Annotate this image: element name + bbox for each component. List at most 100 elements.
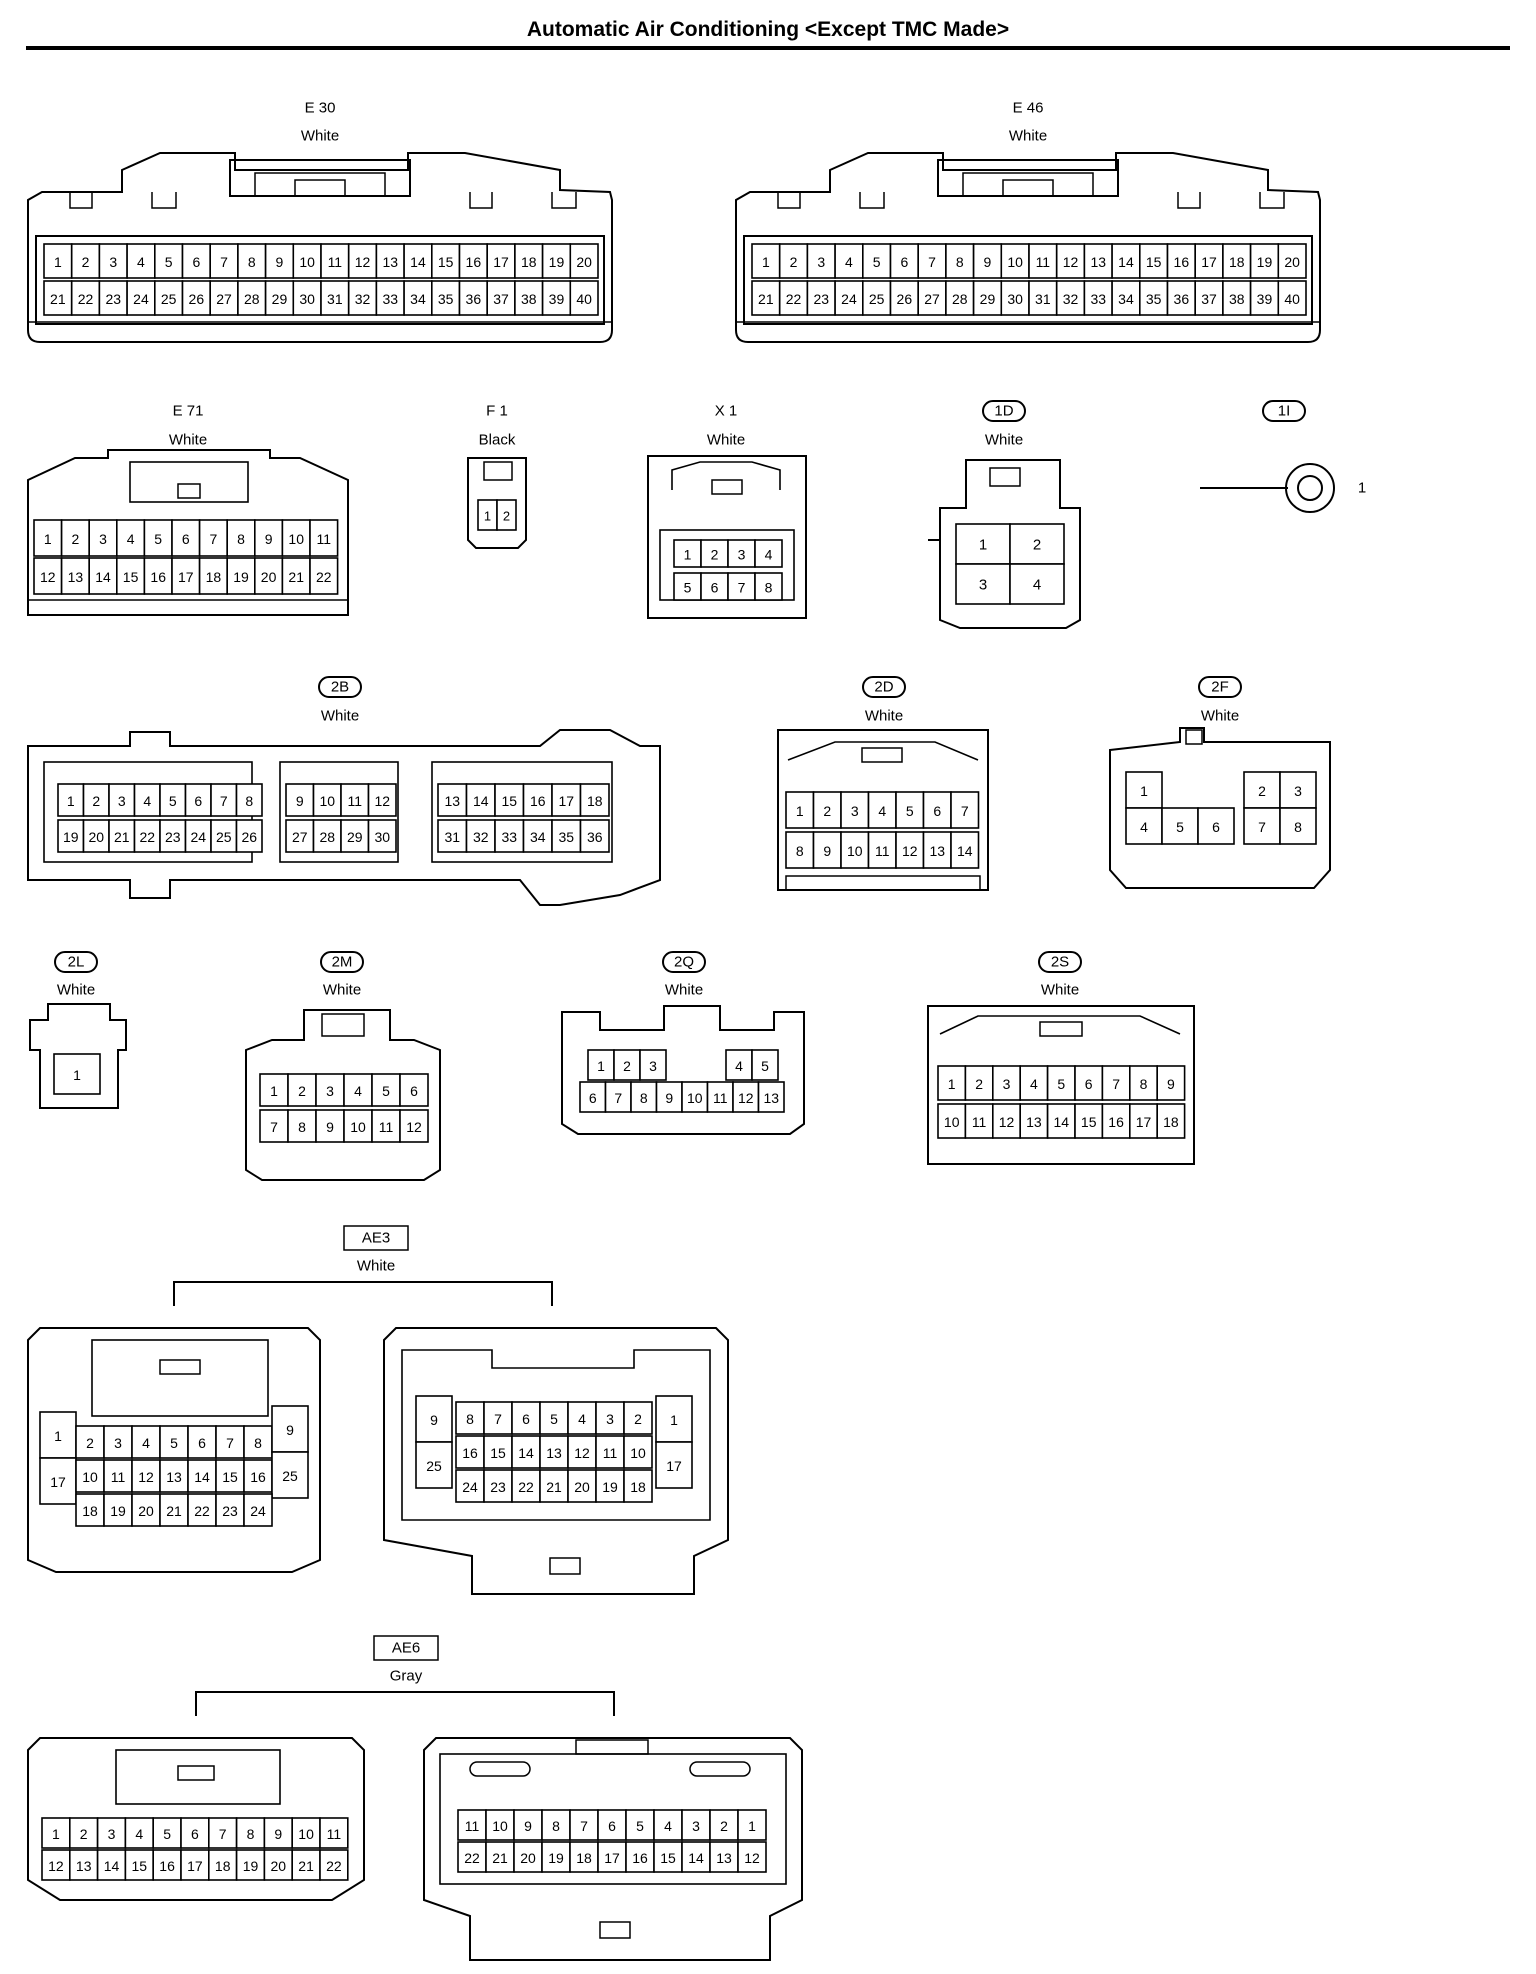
connector-ae3-left-latch	[91, 1339, 269, 1417]
pin-number: 35	[1146, 291, 1162, 307]
pin-number: 40	[1284, 291, 1300, 307]
latch-tab	[1002, 179, 1054, 197]
pin-cell-border	[259, 1073, 289, 1107]
pin-cell-border	[945, 243, 975, 279]
connector-ae6-right-latch	[575, 1739, 649, 1755]
connector-ae3-right-body	[383, 1327, 729, 1595]
pin-cell-border	[567, 1469, 597, 1503]
pin-cell: 3	[806, 243, 836, 279]
pin-cell: 7	[604, 1081, 632, 1113]
pin-cell-border	[579, 1081, 607, 1113]
pin-number: 5	[163, 1826, 171, 1842]
connector-2b-code: 2B	[331, 679, 349, 696]
pin-cell: 17	[597, 1841, 627, 1873]
pin-cell-border	[319, 1849, 349, 1881]
pin-number: 2	[72, 531, 80, 547]
pin-cell: 5	[673, 572, 702, 601]
pin-cell: 7	[210, 783, 238, 817]
pin-cell: 31	[320, 280, 350, 316]
pin-number: 12	[999, 1114, 1015, 1130]
pin-number: 7	[226, 1435, 234, 1451]
pin-cell: 3	[840, 791, 870, 829]
connector-2d-latch	[787, 741, 979, 761]
connector-x1-latch	[671, 461, 781, 490]
pin-cell: 4	[867, 791, 897, 829]
pin-number: 6	[608, 1818, 616, 1834]
pin-cell: 18	[208, 1849, 238, 1881]
pin-cell: 6	[181, 243, 212, 279]
pin-number: 8	[1294, 819, 1302, 835]
pin-cell: 7	[208, 1817, 238, 1849]
pin-number: 3	[99, 531, 107, 547]
pin-cell: 3	[88, 519, 118, 557]
pin-cell-border	[235, 819, 263, 853]
pin-number: 3	[326, 1083, 334, 1099]
pin-number: 24	[190, 829, 206, 845]
key-notch	[551, 192, 577, 209]
connector-x1-body	[647, 455, 807, 619]
pin-number: 6	[198, 1435, 206, 1451]
pin-cell: 15	[653, 1841, 683, 1873]
pin-number: 4	[142, 1435, 150, 1451]
pin-cell-border	[895, 831, 925, 869]
pin-cell-border	[541, 243, 572, 279]
pin-number: 20	[88, 829, 104, 845]
pin-cell: 8	[226, 519, 256, 557]
pin-cell-border	[655, 1395, 693, 1443]
pin-cell-border	[403, 280, 433, 316]
pin-number: 1	[796, 803, 804, 819]
connector-2l-body	[29, 1003, 127, 1109]
pin-cell-border	[465, 783, 496, 817]
pin-cell: 2	[82, 783, 110, 817]
connector-1d-latch	[989, 467, 1021, 487]
connector-ae6-left-latch	[115, 1749, 281, 1805]
pin-cell: 15	[124, 1849, 155, 1881]
pin-number: 2	[82, 254, 90, 270]
pin-number: 13	[166, 1469, 182, 1485]
pin-cell: 10	[623, 1435, 653, 1469]
connector-1d-code-oval	[982, 400, 1026, 422]
pin-cell: 16	[143, 557, 173, 595]
pin-number: 10	[299, 254, 315, 270]
pin-cell: 22	[133, 819, 161, 853]
pin-number: 5	[550, 1411, 558, 1427]
pin-cell-border	[1243, 807, 1281, 845]
connector-2q-code: 2Q	[674, 954, 694, 971]
pin-number: 30	[374, 829, 390, 845]
pin-cell: 29	[264, 280, 295, 316]
pin-number: 4	[1030, 1076, 1038, 1092]
pin-cell: 17	[180, 1849, 210, 1881]
pin-cell-border	[1009, 563, 1065, 605]
pin-cell-border	[812, 831, 842, 869]
pin-cell-border	[569, 280, 599, 316]
pin-number: 7	[494, 1411, 502, 1427]
pin-cell-border	[309, 519, 339, 557]
pin-cell: 15	[1138, 243, 1169, 279]
pin-cell: 12	[131, 1459, 161, 1493]
pin-cell-border	[639, 1049, 667, 1081]
pin-cell-border	[737, 1809, 767, 1841]
pin-cell: 3	[595, 1401, 625, 1435]
pin-number: 39	[1257, 291, 1273, 307]
connector-1d-color: White	[985, 432, 1023, 449]
pin-number: 7	[614, 1090, 622, 1106]
pin-number: 2	[823, 803, 831, 819]
pin-cell: 1	[1125, 771, 1163, 809]
pin-cell: 16	[152, 1849, 182, 1881]
pin-cell: 12	[737, 1841, 767, 1873]
pin-number: 16	[632, 1850, 648, 1866]
pin-number: 8	[1140, 1076, 1148, 1092]
pin-cell: 5	[371, 1073, 401, 1107]
pin-cell: 22	[319, 1849, 349, 1881]
pin-cell-border	[511, 1435, 541, 1469]
pin-cell: 13	[539, 1435, 569, 1469]
pin-number: 15	[123, 569, 139, 585]
pin-cell: 25	[271, 1451, 309, 1499]
pin-cell: 22	[187, 1493, 217, 1527]
pin-cell-border	[778, 280, 809, 316]
pin-cell: 11	[309, 519, 339, 557]
pin-cell: 3	[96, 1817, 127, 1849]
pin-number: 2	[720, 1818, 728, 1834]
pin-frame	[35, 235, 605, 325]
pin-cell: 4	[754, 539, 783, 568]
